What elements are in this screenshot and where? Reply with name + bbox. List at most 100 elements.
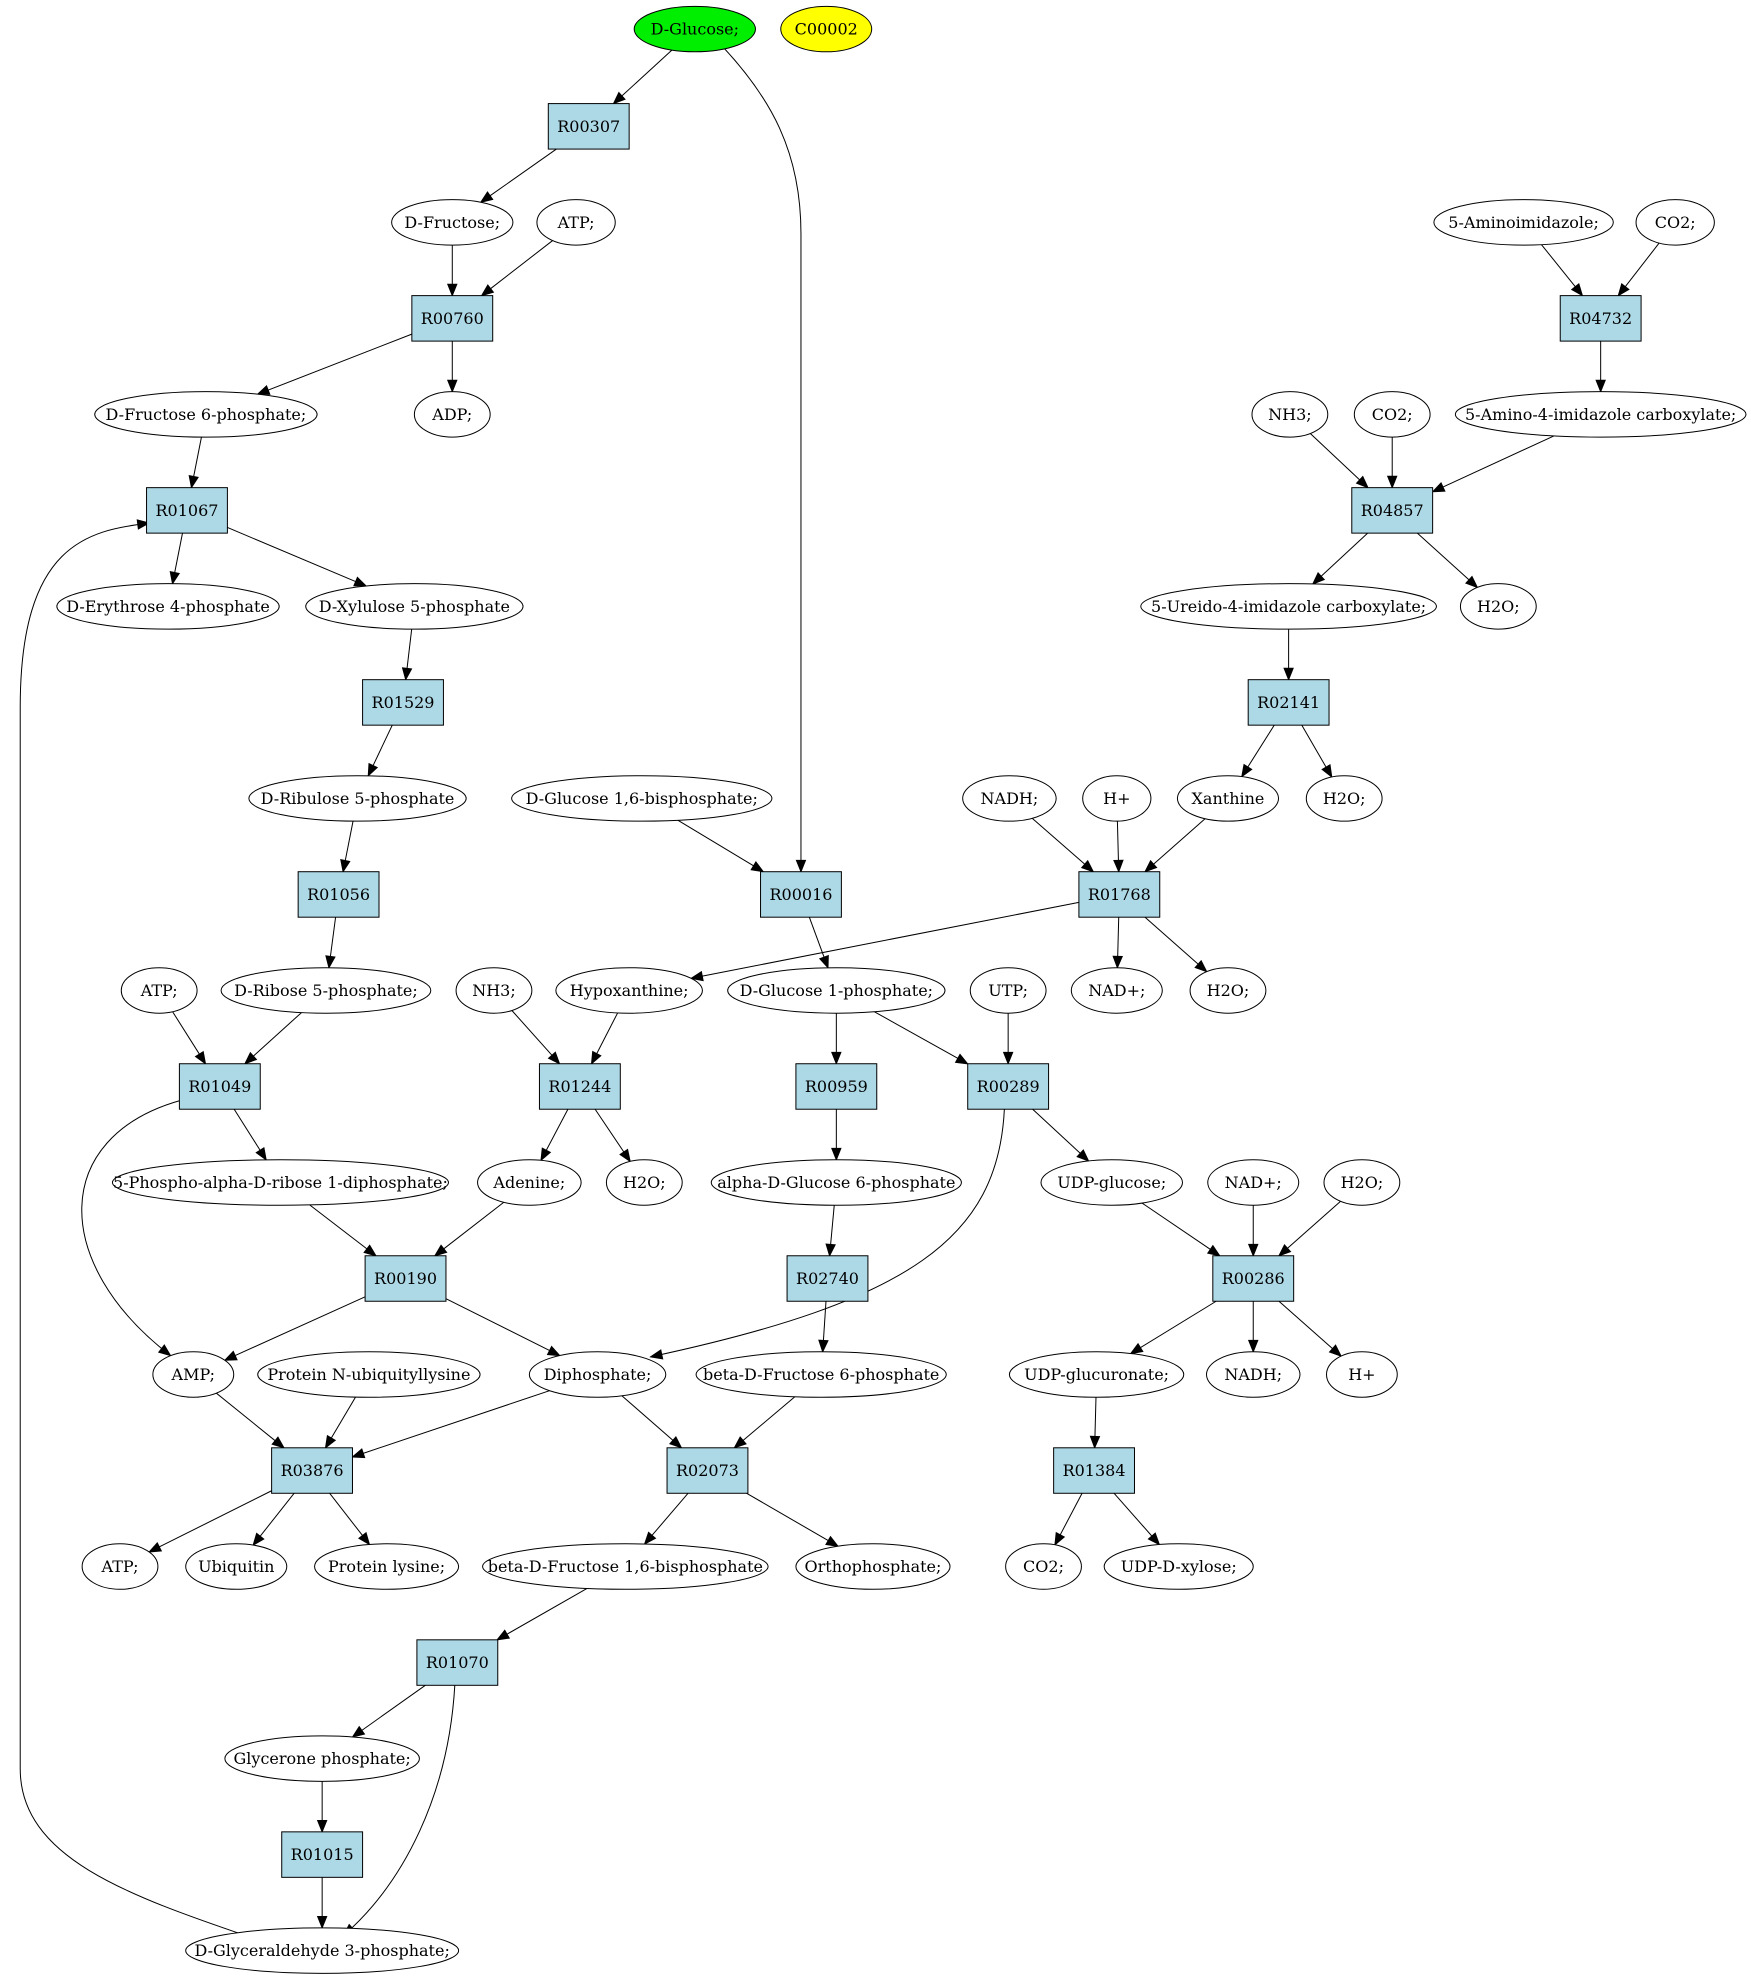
- reaction-node-r01015[interactable]: R01015: [281, 1831, 364, 1878]
- compound-node-c_xanthine[interactable]: Xanthine: [1176, 775, 1280, 822]
- arrowhead: [1054, 1531, 1066, 1547]
- compound-node-c_ubiq[interactable]: Ubiquitin: [185, 1543, 288, 1590]
- reaction-node-r01529[interactable]: R01529: [362, 679, 444, 726]
- edge-c_prpp-to-r00190: [310, 1205, 377, 1257]
- compound-node-c_h2oa[interactable]: H2O;: [1459, 583, 1537, 630]
- reaction-node-r01244[interactable]: R01244: [538, 1063, 621, 1110]
- edge-c_udpglc-to-r00286: [1142, 1203, 1221, 1257]
- arrowhead: [750, 861, 765, 873]
- reaction-node-r00307[interactable]: R00307: [547, 103, 630, 150]
- edge-r00190-to-c_diphos: [446, 1299, 561, 1357]
- reaction-node-r00760[interactable]: R00760: [411, 295, 494, 342]
- compound-node-c_aminoimid[interactable]: 5-Aminoimidazole;: [1433, 199, 1614, 246]
- reaction-box: [795, 1063, 878, 1110]
- reaction-node-r02141[interactable]: R02141: [1247, 679, 1330, 726]
- compound-node-c_fructose[interactable]: D-Fructose;: [391, 199, 514, 246]
- compound-node-c_c00002[interactable]: C00002: [780, 5, 873, 53]
- compound-node-c_h2oc[interactable]: H2O;: [1189, 967, 1267, 1014]
- compound-node-c_udpglcu[interactable]: UDP-glucuronate;: [1008, 1351, 1185, 1398]
- compound-node-c_nadha[interactable]: NADH;: [962, 775, 1057, 822]
- compound-node-c_bf6p[interactable]: beta-D-Fructose 6-phosphate: [695, 1351, 947, 1398]
- compound-node-c_xu5p[interactable]: D-Xylulose 5-phosphate: [305, 583, 524, 630]
- reaction-node-r04857[interactable]: R04857: [1351, 487, 1434, 534]
- node-label: NH3;: [1268, 405, 1312, 424]
- edge-r01049-to-c_amp: [82, 1100, 181, 1357]
- compound-node-c_amp[interactable]: AMP;: [152, 1351, 235, 1398]
- reaction-node-r00959[interactable]: R00959: [795, 1063, 878, 1110]
- compound-node-c_ag6p[interactable]: alpha-D-Glucose 6-phosphate: [710, 1159, 962, 1206]
- edge-line: [1625, 243, 1660, 288]
- edge-c_g1p-to-r00959: [831, 1013, 842, 1066]
- reaction-node-r01067[interactable]: R01067: [146, 487, 228, 534]
- compound-node-c_nh3b[interactable]: NH3;: [455, 967, 533, 1014]
- reaction-node-r02740[interactable]: R02740: [786, 1255, 869, 1302]
- reaction-node-r00190[interactable]: R00190: [364, 1255, 447, 1302]
- reaction-node-r00286[interactable]: R00286: [1212, 1255, 1295, 1302]
- compound-node-c_diphos[interactable]: Diphosphate;: [528, 1351, 667, 1398]
- compound-node-c_bf16bp[interactable]: beta-D-Fructose 1,6-bisphosphate: [482, 1543, 769, 1590]
- reaction-box: [538, 1063, 621, 1110]
- edge-line: [373, 725, 393, 767]
- reaction-node-r02073[interactable]: R02073: [666, 1447, 749, 1494]
- edge-c_nadha-to-r01768: [1032, 818, 1095, 873]
- compound-node-c_co2b[interactable]: CO2;: [1353, 391, 1431, 438]
- compound-node-c_atp1[interactable]: ATP;: [536, 199, 616, 246]
- compound-node-c_ru5p[interactable]: D-Ribulose 5-phosphate: [248, 775, 467, 822]
- compound-node-c_atp2[interactable]: ATP;: [120, 967, 198, 1014]
- compound-node-c_r5p[interactable]: D-Ribose 5-phosphate;: [220, 967, 432, 1014]
- compound-node-c_protub[interactable]: Protein N-ubiquityllysine: [257, 1351, 481, 1398]
- compound-node-c_e4p[interactable]: D-Erythrose 4-phosphate: [56, 583, 280, 630]
- compound-node-c_nh3a[interactable]: NH3;: [1251, 391, 1329, 438]
- reaction-node-r00016[interactable]: R00016: [760, 871, 842, 918]
- compound-node-c_aicarbox[interactable]: 5-Amino-4-imidazole carboxylate;: [1454, 391, 1747, 438]
- compound-ellipse: [1070, 967, 1163, 1014]
- edge-line: [310, 1205, 368, 1250]
- compound-node-c_adp[interactable]: ADP;: [413, 391, 491, 438]
- compound-node-c_protlys[interactable]: Protein lysine;: [314, 1543, 460, 1590]
- compound-node-c_h2ob[interactable]: H2O;: [1305, 775, 1383, 822]
- reaction-node-r01384[interactable]: R01384: [1053, 1447, 1135, 1494]
- compound-node-c_udpxyl[interactable]: UDP-D-xylose;: [1103, 1543, 1254, 1590]
- compound-node-c_co2a[interactable]: CO2;: [1635, 199, 1715, 246]
- reaction-node-r01056[interactable]: R01056: [297, 871, 380, 918]
- reaction-box: [1078, 871, 1161, 918]
- reaction-node-r01768[interactable]: R01768: [1078, 871, 1161, 918]
- compound-node-c_nadpb[interactable]: NAD+;: [1207, 1159, 1300, 1206]
- compound-node-c_nadhb[interactable]: NADH;: [1205, 1351, 1301, 1398]
- compound-node-c_hpb[interactable]: H+: [1326, 1351, 1398, 1398]
- edge-line: [512, 1011, 553, 1057]
- compound-node-c_glucose[interactable]: D-Glucose;: [633, 5, 756, 53]
- compound-node-c_f6p[interactable]: D-Fructose 6-phosphate;: [94, 391, 318, 438]
- reaction-node-r01049[interactable]: R01049: [178, 1063, 261, 1110]
- compound-node-c_nadpa[interactable]: NAD+;: [1070, 967, 1163, 1014]
- compound-node-c_prpp[interactable]: 5-Phospho-alpha-D-ribose 1-diphosphate;: [111, 1159, 449, 1206]
- compound-node-c_utp[interactable]: UTP;: [969, 967, 1047, 1014]
- reaction-node-r03876[interactable]: R03876: [271, 1447, 353, 1494]
- compound-node-c_atp3[interactable]: ATP;: [81, 1543, 159, 1590]
- compound-node-c_hpa[interactable]: H+: [1082, 775, 1152, 822]
- edge-c_ag6p-to-r02740: [825, 1205, 836, 1258]
- compound-node-c_dhap[interactable]: Glycerone phosphate;: [224, 1735, 420, 1782]
- compound-node-c_orthop[interactable]: Orthophosphate;: [795, 1543, 951, 1590]
- edge-line: [546, 1109, 568, 1151]
- compound-node-c_g1p[interactable]: D-Glucose 1-phosphate;: [727, 967, 946, 1014]
- arrowhead: [480, 284, 495, 297]
- compound-node-c_g16bp[interactable]: D-Glucose 1,6-bisphosphate;: [511, 775, 773, 822]
- compound-node-c_hypox[interactable]: Hypoxanthine;: [555, 967, 703, 1014]
- compound-ellipse: [224, 1735, 420, 1782]
- reaction-node-r04732[interactable]: R04732: [1559, 295, 1642, 342]
- compound-ellipse: [962, 775, 1057, 822]
- compound-node-c_h2od[interactable]: H2O;: [605, 1159, 683, 1206]
- compound-node-c_g3p[interactable]: D-Glyceraldehyde 3-phosphate;: [185, 1927, 460, 1974]
- reaction-node-r00289[interactable]: R00289: [967, 1063, 1050, 1110]
- node-label: AMP;: [171, 1365, 216, 1384]
- arrowhead: [252, 1532, 265, 1547]
- compound-node-c_adenine[interactable]: Adenine;: [477, 1159, 582, 1206]
- edge-c_glucose-to-r00307: [612, 50, 672, 105]
- reaction-node-r01070[interactable]: R01070: [416, 1639, 499, 1686]
- edge-line: [809, 917, 824, 958]
- compound-node-c_ureido[interactable]: 5-Ureido-4-imidazole carboxylate;: [1140, 583, 1437, 630]
- compound-node-c_h2oe[interactable]: H2O;: [1323, 1159, 1401, 1206]
- compound-node-c_co2c[interactable]: CO2;: [1005, 1543, 1082, 1590]
- compound-node-c_udpglc[interactable]: UDP-glucose;: [1040, 1159, 1183, 1206]
